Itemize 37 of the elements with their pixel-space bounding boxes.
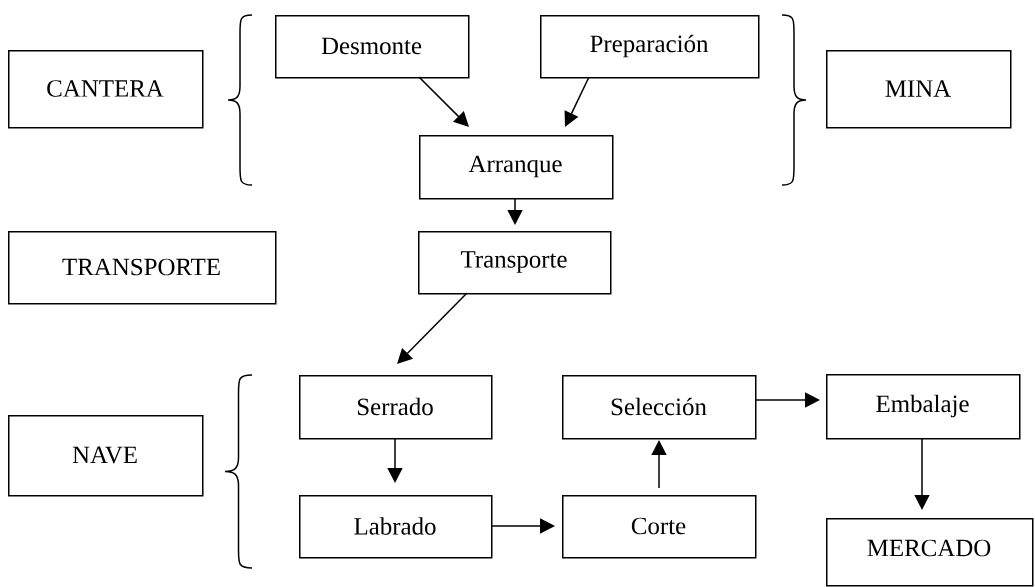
arrow — [564, 76, 590, 127]
box-label: TRANSPORTE — [62, 258, 220, 276]
arrow — [507, 197, 523, 225]
box-label: MERCADO — [867, 539, 991, 557]
box-label: Transporte — [460, 251, 567, 273]
arrow — [651, 440, 667, 489]
box-label: Arranque — [468, 155, 562, 178]
process-box — [540, 15, 760, 79]
box-label: Selección — [611, 397, 707, 416]
process-box — [8, 415, 204, 497]
box-label: Corte — [631, 517, 686, 535]
arrow — [754, 392, 820, 408]
process-box — [8, 231, 277, 305]
process-box — [826, 374, 1021, 440]
box-label: NAVE — [72, 446, 137, 464]
process-box — [562, 375, 757, 440]
arrow — [387, 437, 403, 483]
process-box — [418, 231, 612, 295]
arrow — [397, 292, 468, 364]
process-box — [275, 15, 470, 79]
process-box — [299, 495, 493, 559]
process-box — [826, 518, 1034, 587]
box-label: Labrado — [354, 517, 436, 535]
box-label: Preparación — [590, 34, 709, 58]
box-label: MINA — [885, 80, 951, 97]
box-label: CANTERA — [47, 80, 164, 97]
process-box — [562, 495, 757, 559]
arrow — [490, 518, 555, 534]
arrow — [418, 76, 469, 127]
arrow — [914, 437, 930, 510]
process-box — [826, 50, 1012, 129]
process-box — [419, 135, 614, 200]
process-box — [8, 50, 204, 129]
box-label: Embalaje — [876, 394, 969, 418]
box-label: Desmonte — [321, 37, 422, 55]
process-box — [299, 375, 493, 440]
box-label: Serrado — [357, 397, 433, 416]
